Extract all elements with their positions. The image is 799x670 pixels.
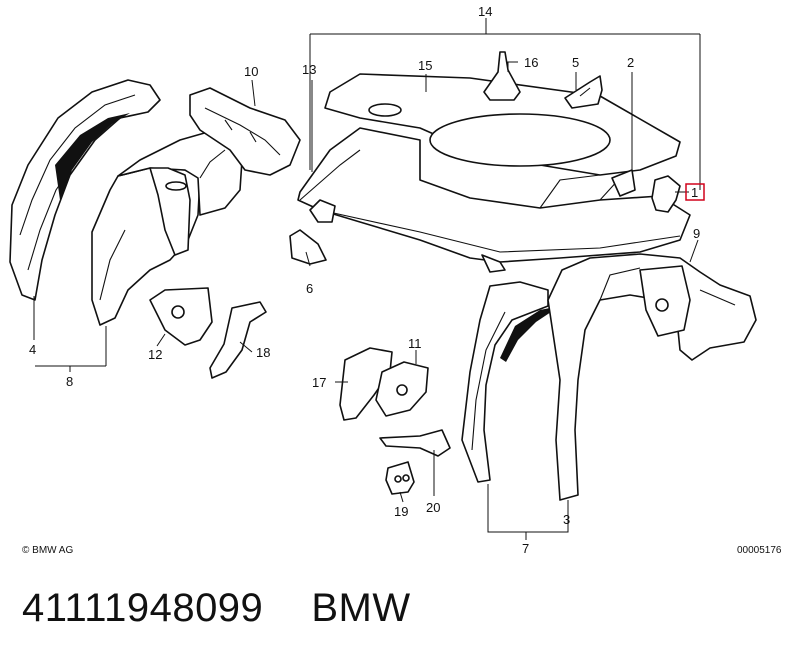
callout-3: 3	[563, 512, 570, 527]
copyright-mark: © BMW AG	[22, 545, 73, 556]
callout-9: 9	[693, 226, 700, 241]
figure-id: 00005176	[737, 545, 782, 556]
callout-10: 10	[244, 64, 258, 79]
part-caption: 41111948099 BMW	[22, 586, 411, 631]
callout-6: 6	[306, 281, 313, 296]
callout-4: 4	[29, 342, 36, 357]
left-inner-panel	[91, 131, 243, 326]
strut-18	[209, 301, 267, 379]
bracket-5	[564, 75, 603, 109]
callout-18: 18	[256, 345, 270, 360]
plate-19	[385, 461, 415, 495]
callout-2: 2	[627, 55, 634, 70]
callout-19: 19	[394, 504, 408, 519]
rear-panel-bracket	[189, 87, 301, 176]
callout-13: 13	[302, 62, 316, 77]
callout-15: 15	[418, 58, 432, 73]
callout-12: 12	[148, 347, 162, 362]
callout-14: 14	[478, 4, 492, 19]
callout-labels: 14 13 15 16 5 2 10 1 9 6 4 8 12 18 17 11…	[29, 4, 705, 556]
panel-11	[375, 361, 429, 417]
right-wheel-arch	[461, 281, 560, 483]
strut-20	[379, 429, 451, 457]
plate-12	[149, 287, 213, 346]
callout-7: 7	[522, 541, 529, 556]
brand-name: BMW	[311, 586, 411, 630]
callout-1: 1	[691, 185, 698, 200]
part-number: 41111948099	[22, 586, 264, 630]
callout-8: 8	[66, 374, 73, 389]
leader-lines	[33, 18, 701, 540]
callout-16: 16	[524, 55, 538, 70]
bracket-2	[611, 169, 636, 197]
bracket-6	[289, 229, 327, 265]
callout-5: 5	[572, 55, 579, 70]
callout-11: 11	[408, 336, 422, 351]
bracket-1	[651, 175, 681, 213]
left-wheel-arch-outer	[9, 79, 161, 301]
callout-1-highlight	[685, 183, 705, 201]
right-inner-panel	[547, 253, 757, 501]
callout-20: 20	[426, 500, 440, 515]
panel-17	[339, 347, 393, 421]
callout-17: 17	[312, 375, 326, 390]
bracket-16	[483, 51, 521, 101]
